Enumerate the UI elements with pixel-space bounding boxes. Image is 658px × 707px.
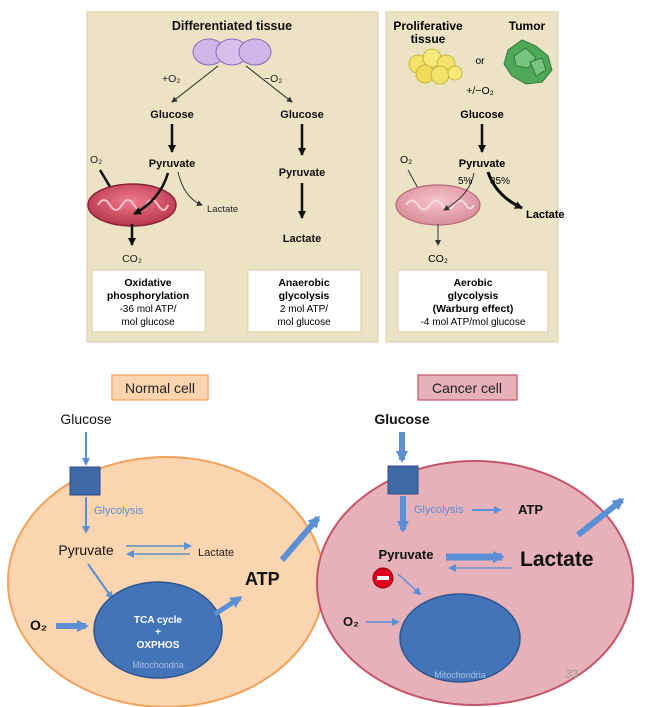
mitochondria-cancer: [399, 593, 521, 683]
co2-warburg-label: CO₂: [428, 253, 448, 265]
pct85-label: 85%: [490, 176, 510, 187]
box3-line1: Aerobic: [453, 277, 492, 289]
mitochondria-normal-label: Mitochondria: [132, 660, 184, 670]
plus-o2-label: +O₂: [162, 73, 180, 85]
box2-line4: mol glucose: [277, 317, 331, 328]
tumor-cells-icon: [503, 39, 553, 85]
o2-cancer-label: O₂: [343, 614, 359, 629]
plus-label: +: [155, 627, 161, 638]
box2-line1: Anaerobic: [278, 277, 330, 289]
tca-cycle-label: TCA cycle: [134, 615, 182, 626]
inhibition-icon: [372, 567, 394, 589]
box3-line3: (Warburg effect): [433, 303, 514, 315]
tumor-label: Tumor: [509, 19, 546, 33]
o2-normal-label: O₂: [30, 617, 47, 633]
oxidative-phosphorylation-box: Oxidative phosphorylation -36 mol ATP/ m…: [91, 269, 206, 333]
differentiated-tissue-title: Differentiated tissue: [172, 19, 292, 33]
mitochondrion-pale-icon: [395, 184, 481, 226]
box3-line2: glycolysis: [448, 290, 499, 302]
box1-line3: -36 mol ATP/: [119, 304, 176, 315]
glut-transporter-cancer: [387, 465, 419, 495]
plusminus-o2-label: +/−O₂: [466, 85, 493, 97]
glycolysis-normal-label: Glycolysis: [94, 505, 144, 517]
lactate-small-label: Lactate: [207, 204, 238, 215]
anaerobic-glycolysis-box: Anaerobic glycolysis 2 mol ATP/ mol gluc…: [247, 269, 362, 333]
top-left-panel: Differentiated tissue +O₂ −O₂ Glucose Py…: [86, 11, 379, 343]
lactate-normal-label: Lactate: [198, 547, 234, 559]
glucose-normal-label: Glucose: [60, 411, 112, 427]
proliferative-label: Proliferative: [393, 19, 463, 33]
glut-transporter-normal: [69, 466, 101, 496]
o2-left-label: O₂: [90, 154, 102, 166]
box1-line4: mol glucose: [121, 317, 175, 328]
box1-line2: phosphorylation: [107, 290, 189, 302]
box1-line1: Oxidative: [124, 277, 171, 289]
top-right-panel: Proliferative tissue Tumor or +/−O₂ Gluc…: [385, 11, 565, 343]
atp-cancer-label: ATP: [518, 502, 543, 517]
lactate-cancer-label: Lactate: [520, 548, 594, 571]
glucose-right-label: Glucose: [280, 109, 323, 121]
box3-line4: -4 mol ATP/mol glucose: [421, 317, 526, 328]
mitochondria-cancer-label: Mitochondria: [434, 670, 486, 680]
cancer-cell-diagram: Cancer cell Glucose Glycolysis ATP Pyruv…: [316, 374, 634, 706]
pyruvate-warburg-label: Pyruvate: [459, 158, 505, 170]
cancer-cell-label: Cancer cell: [432, 380, 502, 396]
lactate-warburg-label: Lactate: [526, 209, 565, 221]
pyruvate-cancer-label: Pyruvate: [379, 547, 434, 562]
pct5-label: 5%: [458, 176, 473, 187]
normal-cell-diagram: Normal cell Glucose Glycolysis Pyruvate …: [7, 374, 325, 707]
lactate-right-label: Lactate: [283, 233, 322, 245]
box2-line2: glycolysis: [279, 290, 330, 302]
proliferative-cells-icon: [408, 48, 463, 85]
glucose-left-label: Glucose: [150, 109, 193, 121]
pyruvate-right-label: Pyruvate: [279, 167, 325, 179]
tissue-label: tissue: [411, 32, 446, 46]
or-label: or: [475, 55, 485, 67]
box2-line3: 2 mol ATP/: [280, 304, 328, 315]
normal-cell-label: Normal cell: [125, 380, 195, 396]
differentiated-cells-icon: [192, 38, 272, 66]
mitochondrion-icon: [87, 183, 177, 227]
glycolysis-cancer-label: Glycolysis: [414, 504, 464, 516]
pyruvate-normal-label: Pyruvate: [58, 542, 113, 558]
atp-normal-label: ATP: [245, 569, 280, 589]
o2-warburg-label: O₂: [400, 154, 412, 166]
aerobic-glycolysis-box: Aerobic glycolysis (Warburg effect) -4 m…: [397, 269, 549, 333]
pyruvate-left-label: Pyruvate: [149, 158, 195, 170]
glucose-warburg-label: Glucose: [460, 109, 503, 121]
co2-left-label: CO₂: [122, 253, 142, 265]
glucose-cancer-label: Glucose: [374, 411, 429, 427]
oxphos-label: OXPHOS: [137, 640, 180, 651]
mitochondria-normal: [93, 581, 223, 679]
minus-o2-label: −O₂: [264, 73, 282, 85]
slide-number: 33: [565, 667, 579, 681]
